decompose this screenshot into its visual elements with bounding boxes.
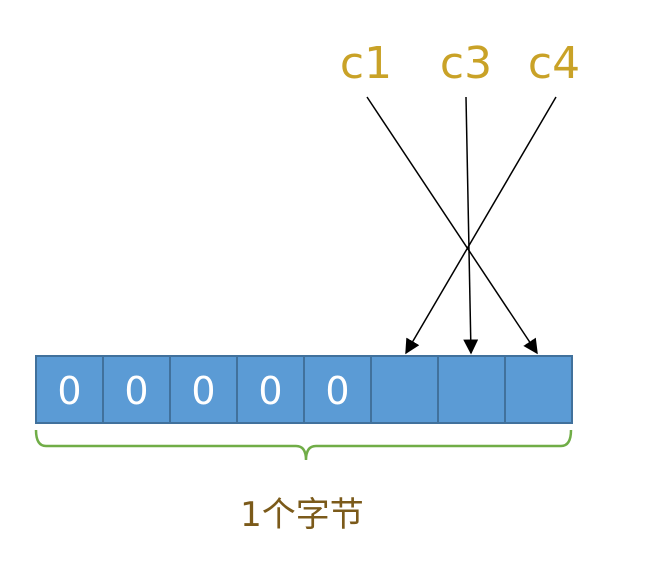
bit-cell-6 (437, 355, 506, 424)
bit-cell-1 (102, 355, 171, 424)
column-label-c1: c1 (340, 38, 392, 89)
bit-value-0: 0 (57, 369, 81, 413)
bit-value-2: 0 (191, 369, 215, 413)
byte-label: 1个字节 (240, 495, 364, 535)
bit-value-1: 0 (124, 369, 148, 413)
bit-cell-5 (370, 355, 439, 424)
bit-value-3: 0 (258, 369, 282, 413)
bit-cell-4 (303, 355, 372, 424)
arrow-c1 (366, 96, 538, 355)
bit-cell-0 (35, 355, 104, 424)
bit-value-4: 0 (325, 369, 349, 413)
arrows (366, 96, 557, 355)
bit-cell-7 (504, 355, 573, 424)
byte-brace (34, 429, 573, 461)
column-label-c4: c4 (528, 38, 580, 89)
column-label-c3: c3 (440, 38, 492, 89)
bit-cell-2 (169, 355, 238, 424)
arrow-c4 (405, 96, 557, 355)
arrow-c3 (463, 96, 479, 355)
